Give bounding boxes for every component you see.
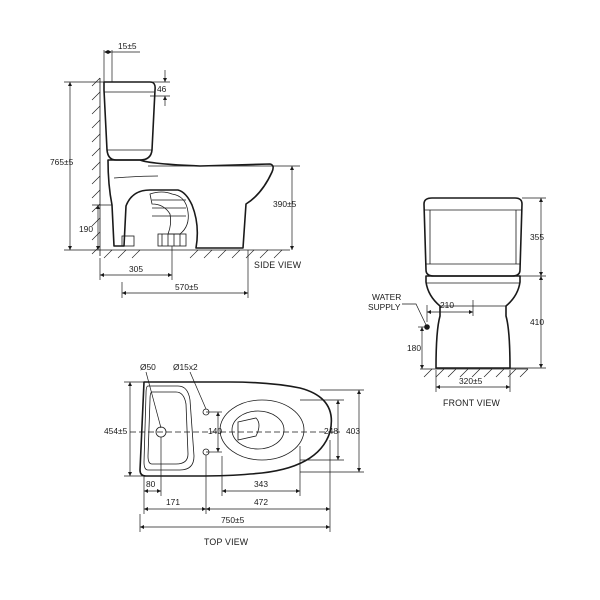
dim-top-seat-width: 248 — [300, 399, 344, 461]
water-supply-callout: WATER SUPPLY — [368, 292, 428, 328]
dim-label: 343 — [254, 479, 268, 489]
dim-top-overall-width: 403 — [300, 389, 364, 473]
top-view: Ø50 Ø15x2 454±5 140 — [104, 362, 364, 547]
dim-side-depth: 570±5 — [121, 250, 249, 298]
dim-label: Ø50 — [140, 362, 156, 372]
front-view-caption: FRONT VIEW — [443, 398, 501, 408]
dim-label: 248 — [324, 426, 338, 436]
dim-side-total-height: 765±5 — [50, 81, 104, 251]
dim-top-hole-diameter: Ø50 — [140, 362, 162, 429]
dim-label: 80 — [146, 479, 156, 489]
dim-label: 190 — [79, 224, 93, 234]
dim-top-hole-spacing: 140 — [206, 411, 222, 453]
front-floor-hatch — [420, 368, 529, 378]
side-trapway — [121, 191, 189, 247]
dim-label: 355 — [530, 232, 544, 242]
callout-text: WATER — [372, 292, 401, 302]
dim-label: 15±5 — [118, 41, 137, 51]
front-view: WATER SUPPLY 355 410 210 — [368, 197, 546, 408]
dim-top-tank-hole-offset: 80 — [143, 437, 162, 496]
dim-label: 390±5 — [273, 199, 297, 209]
dim-label: 305 — [129, 264, 143, 274]
side-bowl — [107, 159, 274, 249]
dim-label: Ø15x2 — [173, 362, 198, 372]
dim-label: 410 — [530, 317, 544, 327]
dim-front-supply-offset: 210 — [426, 300, 474, 322]
top-outline — [130, 381, 340, 477]
dim-front-width: 320±5 — [435, 370, 511, 392]
dim-label: 320±5 — [459, 376, 483, 386]
dim-side-wall-gap: 15±5 — [103, 41, 140, 82]
side-tank — [103, 81, 156, 161]
dim-label: 570±5 — [175, 282, 199, 292]
dim-label: 46 — [157, 84, 167, 94]
side-floor-hatch — [100, 249, 290, 259]
dim-label: 171 — [166, 497, 180, 507]
dim-side-tank-lid: 46 — [150, 70, 170, 106]
dim-side-outlet: 305 — [99, 246, 173, 280]
dim-label: 750±5 — [221, 515, 245, 525]
dim-top-tank-depth: 171 — [143, 455, 207, 514]
side-view-caption: SIDE VIEW — [254, 260, 302, 270]
dim-label: 472 — [254, 497, 268, 507]
dim-top-overall-length: 750±5 — [139, 514, 331, 532]
dim-label: 210 — [440, 300, 454, 310]
dim-label: 765±5 — [50, 157, 74, 167]
dim-front-supply-height: 180 — [407, 326, 427, 369]
callout-text: SUPPLY — [368, 302, 401, 312]
dim-top-bowl-length: 472 — [206, 440, 331, 514]
dim-top-seat-length: 343 — [221, 446, 301, 496]
side-wall-hatch — [91, 77, 101, 256]
front-tank — [423, 197, 523, 277]
dim-top-width: 454±5 — [104, 381, 146, 477]
dim-front-tank-height: 355 — [520, 197, 546, 277]
dim-label: 140 — [208, 426, 222, 436]
dim-top-mount-holes: Ø15x2 — [173, 362, 207, 410]
dim-front-bowl-height: 410 — [510, 276, 546, 369]
top-view-caption: TOP VIEW — [204, 537, 249, 547]
dim-side-bowl-height: 390±5 — [272, 165, 300, 250]
side-view: 15±5 46 765±5 190 — [50, 41, 302, 298]
dim-label: 454±5 — [104, 426, 128, 436]
front-bowl — [425, 275, 521, 369]
dim-label: 180 — [407, 343, 421, 353]
dim-label: 403 — [346, 426, 360, 436]
dim-side-supply-height: 190 — [79, 204, 112, 250]
